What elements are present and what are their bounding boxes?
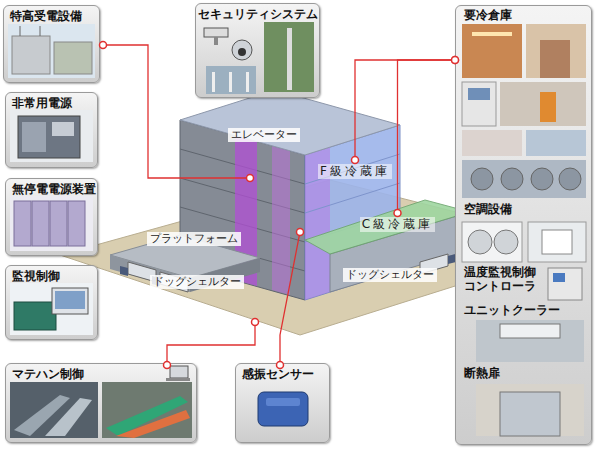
connector-line — [398, 60, 456, 213]
connector-line — [355, 60, 455, 160]
tower-left-face — [180, 120, 305, 300]
equipment-box: 監視制御 — [5, 265, 98, 340]
tower-roof — [180, 90, 400, 155]
node-title: ユニットクーラー — [464, 303, 560, 317]
connector-dot — [352, 157, 359, 164]
part-label: ドッグシェルター — [150, 275, 244, 289]
leader-dot — [252, 319, 259, 326]
floor-line — [180, 178, 305, 213]
zone-label: C級冷蔵庫 — [355, 213, 440, 230]
zone-name: C級冷蔵庫 — [360, 217, 435, 232]
node-title: 無停電電源装置 — [12, 182, 96, 196]
node-title: 監視制御 — [12, 269, 60, 283]
zone-name: F級冷蔵庫 — [318, 164, 392, 179]
equipment-box: 特高受電設備 — [3, 5, 100, 83]
floor-line — [305, 154, 400, 184]
part-label: プラットフォーム — [147, 232, 241, 246]
equipment-box: セキュリティシステム — [195, 3, 320, 98]
node-title: 要冷倉庫 — [464, 8, 512, 22]
node-title: 温度監視制御 コントローラ — [464, 265, 552, 293]
node-title: 特高受電設備 — [10, 9, 82, 23]
leader-dot — [100, 42, 107, 49]
equipment-box: 無停電電源装置 — [5, 178, 98, 256]
equipment-box: 感振センサー — [235, 363, 330, 443]
leader-line — [280, 232, 300, 365]
part-label: エレベーター — [228, 128, 300, 142]
floor-line — [180, 149, 305, 184]
floor-line — [305, 183, 400, 213]
equipment-box: マテハン制御 — [5, 363, 197, 443]
leader-line — [167, 322, 255, 365]
leader-dot — [247, 175, 254, 182]
node-title: 空調設備 — [464, 202, 512, 216]
wing-front-face — [330, 212, 470, 292]
elevator-shaft — [235, 135, 257, 286]
part-label: ドッグシェルター — [343, 268, 437, 282]
zone-label: F級冷蔵庫 — [310, 160, 400, 177]
equipment-box: 非常用電源 — [5, 92, 98, 168]
leader-dot — [297, 229, 304, 236]
node-title: マテハン制御 — [12, 367, 84, 381]
equipment-panel: 要冷倉庫空調設備温度監視制御 コントローラユニットクーラー断熱扉 — [455, 5, 592, 445]
connector-dot — [394, 210, 401, 217]
node-title: 非常用電源 — [12, 96, 72, 110]
node-title: セキュリティシステム — [196, 7, 319, 21]
node-title: 断熱扉 — [464, 366, 500, 380]
cold-zone-floor — [305, 200, 470, 254]
node-title: 感振センサー — [242, 367, 314, 381]
lit-core — [272, 145, 290, 295]
truck-cab — [120, 266, 128, 276]
